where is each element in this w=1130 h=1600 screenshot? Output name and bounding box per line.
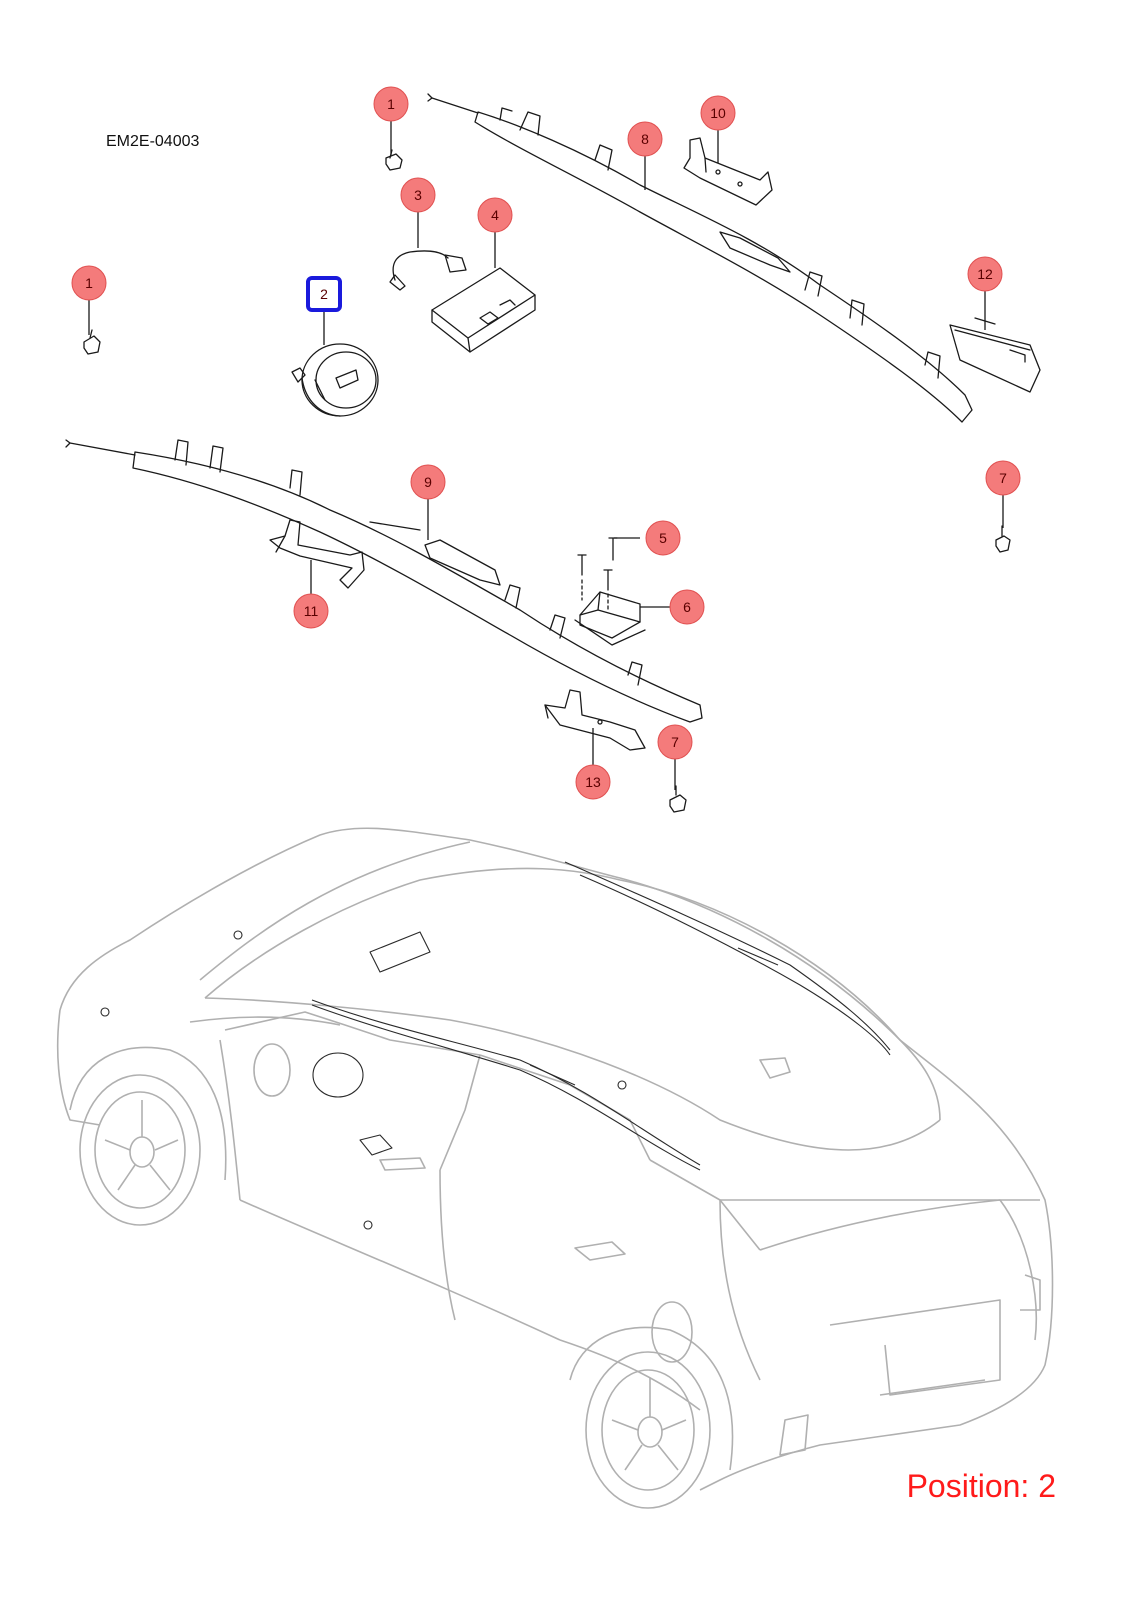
callout-bubble	[967, 256, 1003, 292]
bracket-10	[683, 137, 773, 206]
callout-label: 12	[977, 266, 993, 282]
driver-airbag-module	[291, 343, 379, 417]
callout-c10[interactable]: 10	[700, 95, 736, 131]
vehicle-outline	[56, 827, 1054, 1509]
callout-label: 6	[683, 599, 691, 615]
callout-bubble	[400, 177, 436, 213]
clip-1-upper	[385, 149, 403, 171]
callout-label: 8	[641, 131, 649, 147]
callout-bubble	[645, 520, 681, 556]
knee-airbag	[949, 317, 1041, 393]
callout-c8[interactable]: 8	[627, 121, 663, 157]
callout-c4[interactable]: 4	[477, 197, 513, 233]
callout-label: 1	[387, 96, 395, 112]
bracket-11	[269, 519, 365, 589]
callout-label: 5	[659, 530, 667, 546]
callout-c9[interactable]: 9	[410, 464, 446, 500]
callout-bubble	[410, 464, 446, 500]
callout-c11[interactable]: 11	[293, 593, 329, 629]
wiring-lead	[389, 250, 467, 291]
callout-label: 10	[710, 105, 726, 121]
callout-bubble	[669, 589, 705, 625]
crash-sensor	[574, 591, 646, 646]
callout-bubble	[373, 86, 409, 122]
curtain-airbag-right	[427, 93, 973, 423]
callout-label: 7	[999, 470, 1007, 486]
diagram-code: EM2E-04003	[106, 133, 200, 150]
callout-bubble	[575, 764, 611, 800]
callout-label: 3	[414, 187, 422, 203]
callout-c7b[interactable]: 7	[657, 724, 693, 760]
clip-7-right	[995, 525, 1011, 553]
curtain-airbag-left	[65, 439, 703, 723]
clip-1-left	[83, 329, 101, 355]
callout-bubble	[657, 724, 693, 760]
bracket-13	[544, 689, 646, 751]
callout-bubble	[700, 95, 736, 131]
installed-parts	[100, 861, 891, 1230]
callout-bubble	[71, 265, 107, 301]
callout-bubble	[985, 460, 1021, 496]
callout-c5[interactable]: 5	[645, 520, 681, 556]
callout-label: 1	[85, 275, 93, 291]
callout-c12[interactable]: 12	[967, 256, 1003, 292]
selected-highlight	[306, 276, 342, 312]
callout-label: 7	[671, 734, 679, 750]
callout-c13[interactable]: 13	[575, 764, 611, 800]
callout-bubble	[293, 593, 329, 629]
clip-7-lower	[669, 785, 687, 813]
callout-c6[interactable]: 6	[669, 589, 705, 625]
callout-label: 11	[304, 603, 319, 619]
callout-c7a[interactable]: 7	[985, 460, 1021, 496]
callout-c1a[interactable]: 1	[373, 86, 409, 122]
control-module	[431, 267, 536, 353]
callout-c1b[interactable]: 1	[71, 265, 107, 301]
callout-c3[interactable]: 3	[400, 177, 436, 213]
callout-c2[interactable]: 2	[306, 276, 342, 312]
leader-lines	[88, 121, 1004, 790]
callout-bubble	[477, 197, 513, 233]
bolts	[577, 537, 618, 611]
callout-label: 9	[424, 474, 432, 490]
callout-label: 13	[585, 774, 601, 790]
callout-bubble	[627, 121, 663, 157]
callout-label: 2	[320, 286, 328, 302]
position-label: Position: 2	[906, 1468, 1056, 1504]
callout-label: 4	[491, 207, 499, 223]
